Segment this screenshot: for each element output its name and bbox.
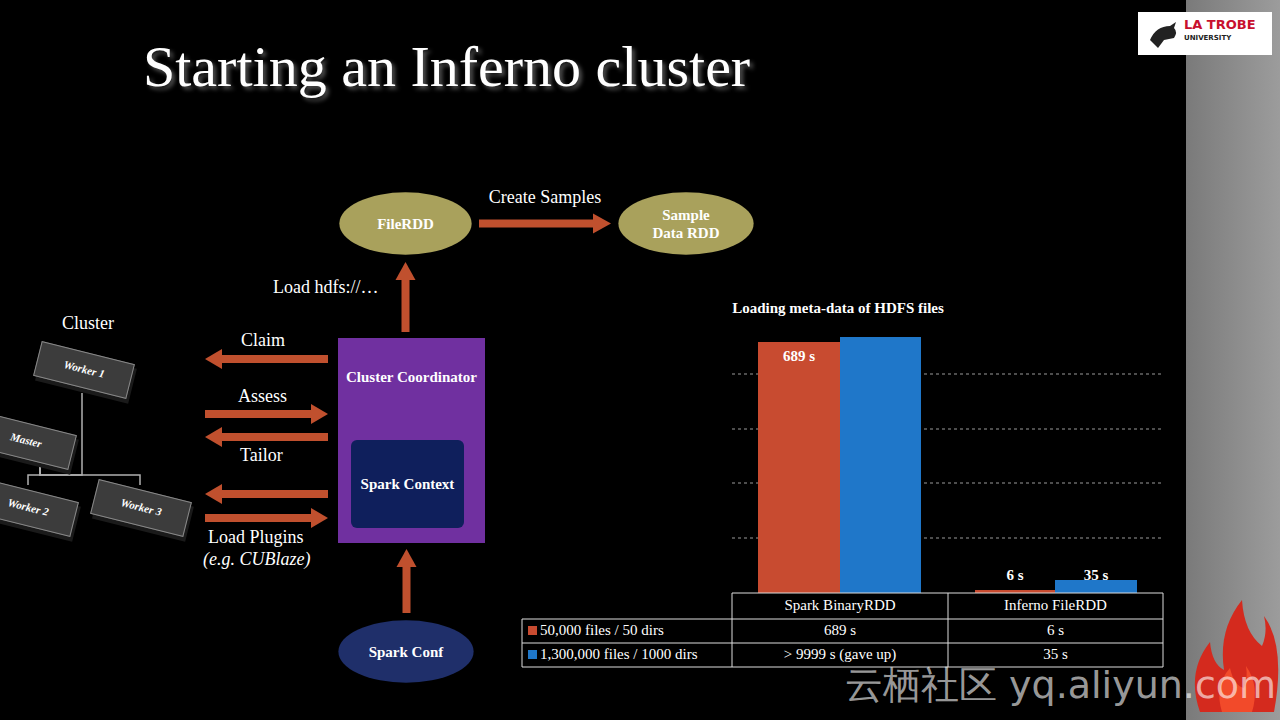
context-box: Spark Context (351, 440, 464, 528)
worker-label: Worker 1 (62, 359, 106, 382)
logo-box (1138, 12, 1272, 55)
arrow-head (397, 549, 417, 567)
node-label: Cluster Coordinator (346, 368, 477, 386)
edge-label: Create Samples (486, 187, 604, 208)
bar-chart (522, 337, 1163, 667)
connector-line (403, 565, 411, 613)
tree-line (40, 464, 140, 485)
ellipse-fill (339, 192, 471, 254)
flow-arrow (479, 214, 611, 234)
worker-label: Worker 3 (119, 497, 163, 520)
flow-arrow (396, 262, 416, 332)
edge-label: Load hdfs://… (270, 277, 382, 298)
worker-box: Worker 3 (90, 479, 192, 537)
connector-line (402, 278, 410, 332)
table-cell: > 9999 s (gave up) (732, 646, 948, 663)
ellipse-outline (617, 191, 755, 256)
table-cell: 35 s (948, 646, 1163, 663)
table-cell: 6 s (948, 622, 1163, 639)
ellipse-fill (338, 620, 473, 682)
connector-line (28, 464, 40, 485)
legend-text: 50,000 files / 50 dirs (540, 622, 664, 639)
arrow-label: (e.g. CUBlaze) (203, 549, 310, 570)
connector-line (479, 220, 595, 228)
group-label: Cluster (62, 313, 114, 334)
logo-text: LA TROBE (1184, 18, 1256, 33)
rdd-ellipse: FileRDD (338, 191, 473, 256)
ellipse-fill (618, 192, 753, 254)
logo-bird (1150, 22, 1176, 48)
arrow-label: Claim (241, 330, 285, 351)
worker-box: Worker 2 (0, 479, 79, 537)
connector-line (40, 464, 140, 485)
legend-text: 1,300,000 files / 1000 dirs (540, 646, 698, 663)
arrow-label: Tailor (240, 445, 283, 466)
coordinator-box: Cluster CoordinatorSpark Context (338, 338, 485, 543)
node-label: Spark Conf (369, 643, 444, 661)
logo-text: UNIVERSITY (1184, 34, 1231, 42)
table-cell: 689 s (732, 622, 948, 639)
table-header: Spark BinaryRDD (732, 597, 948, 614)
worker-label: Worker 2 (6, 497, 50, 520)
worker-label: Master (9, 431, 43, 451)
arrow-head (396, 262, 416, 280)
table-header: Inferno FileRDD (948, 597, 1163, 614)
legend-swatch (528, 626, 537, 635)
bar-value: 6 s (975, 567, 1055, 584)
node-label: FileRDD (377, 215, 434, 233)
bar-value: 35 s (1055, 567, 1137, 584)
arrow-label: Load Plugins (208, 527, 304, 548)
rdd-ellipse: Sample Data RDD (617, 191, 755, 256)
bar-value: 689 s (758, 348, 840, 365)
side-strip (1186, 0, 1280, 720)
arrow-head (593, 214, 611, 234)
node-label: Spark Context (361, 475, 455, 493)
flow-arrow (397, 549, 417, 613)
arrow-label: Assess (238, 386, 287, 407)
watermark: 云栖社区 yq.aliyun.com (845, 664, 1276, 708)
master-box: Master (0, 412, 77, 470)
worker-box: Worker 1 (33, 341, 135, 399)
node-label: Sample Data RDD (651, 206, 721, 242)
chart-title: Loading meta-data of HDFS files (668, 300, 1008, 317)
tree-line (28, 464, 40, 485)
control-arrows (205, 349, 328, 528)
conf-ellipse: Spark Conf (337, 619, 475, 684)
legend-swatch (528, 650, 537, 659)
slide-title: Starting an Inferno cluster (143, 34, 750, 101)
